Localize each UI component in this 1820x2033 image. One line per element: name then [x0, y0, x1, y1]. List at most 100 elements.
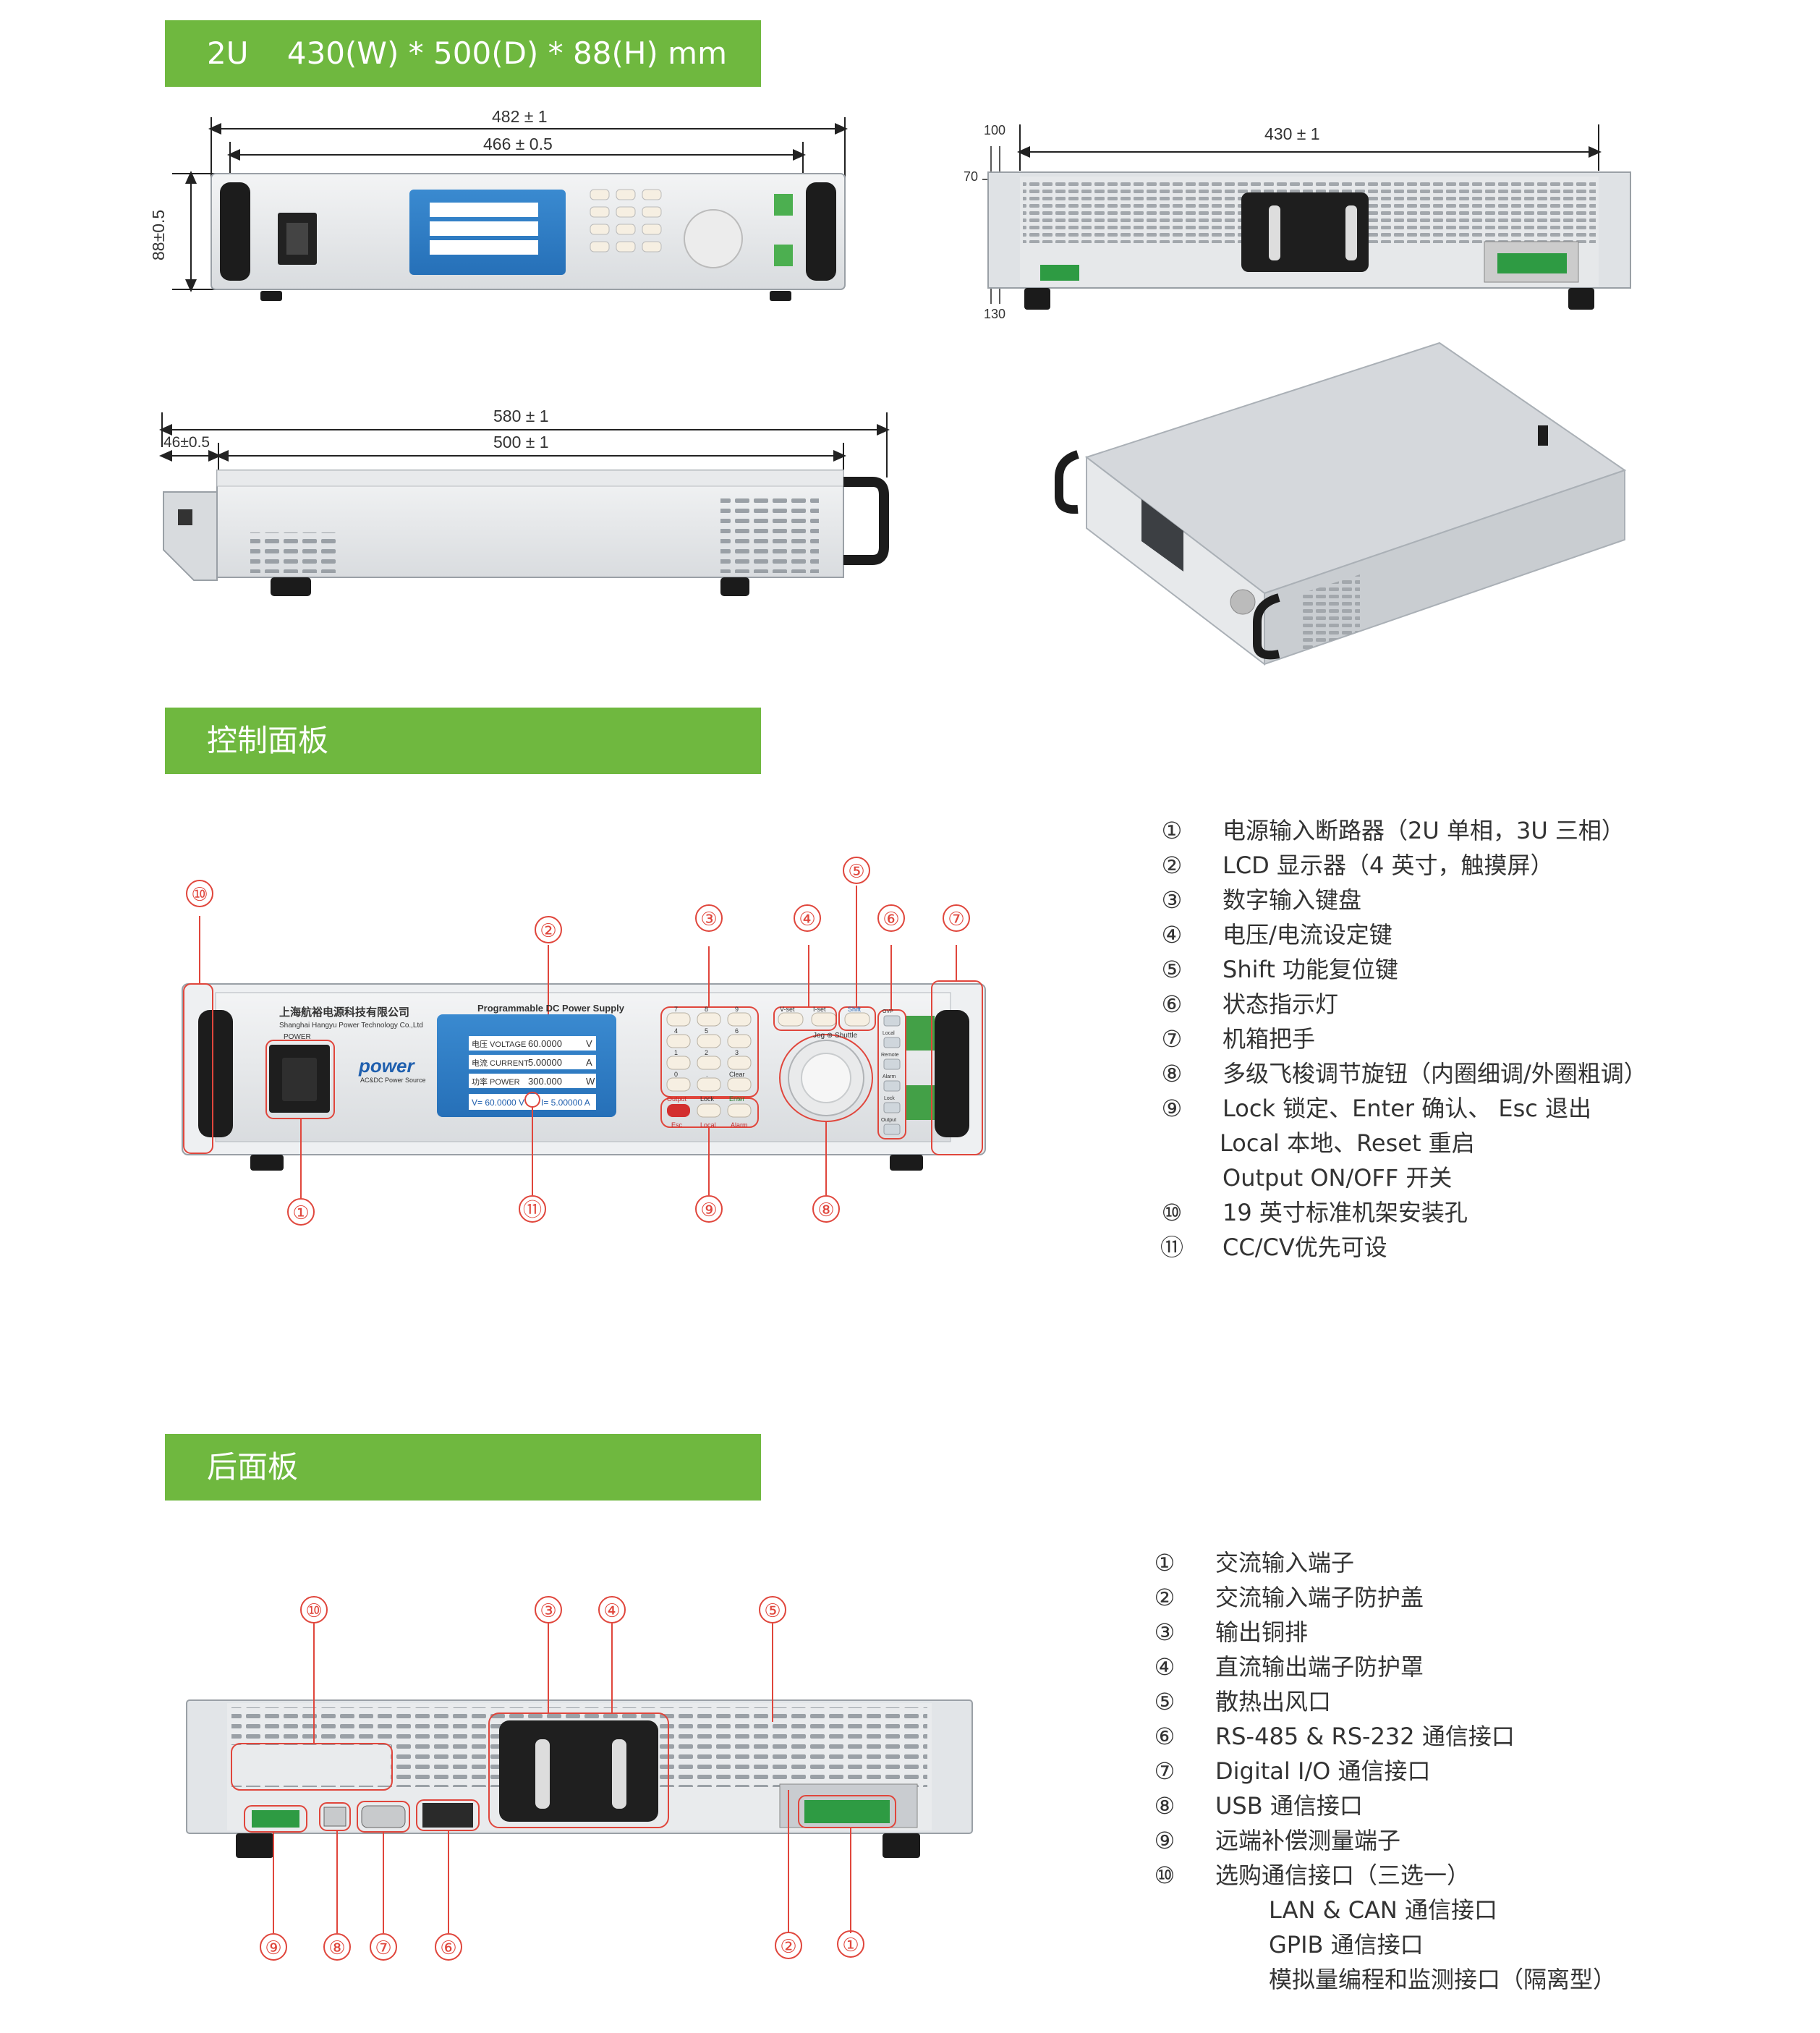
key-9: 9	[735, 1006, 739, 1013]
key-4: 4	[674, 1027, 678, 1035]
jog-label: Jog ⊕ Shuttle	[813, 1032, 858, 1040]
key-1: 1	[674, 1049, 678, 1056]
key-shift: Shift	[848, 1006, 862, 1013]
reading-voltage-unit: V	[586, 1038, 592, 1049]
reading-current-unit: A	[586, 1057, 592, 1068]
panel-power-label: POWER	[284, 1033, 311, 1041]
control-callout-4: ④	[794, 904, 821, 932]
indicator-lock: Lock	[884, 1096, 895, 1101]
perspective-view-drawing	[1055, 341, 1627, 666]
key-5: 5	[705, 1027, 708, 1035]
list-item: LAN & CAN 通信接口	[1269, 1896, 1498, 1924]
control-callout-11: ⑪	[519, 1195, 546, 1223]
key-dot: .	[706, 1071, 708, 1078]
key-iset: I-set	[813, 1006, 826, 1013]
dim-front-height: 88±0.5	[149, 209, 168, 260]
rear-callout-6: ⑥	[435, 1933, 462, 1961]
status-voltage: V= 60.0000 V	[472, 1098, 524, 1108]
key-2: 2	[705, 1049, 708, 1056]
size-header: 2U 430(W) * 500(D) * 88(H) mm	[165, 20, 761, 87]
control-callout-2: ②	[535, 916, 562, 943]
indicator-output: Output	[881, 1118, 896, 1123]
panel-company-en: Shanghai Hangyu Power Technology Co.,Ltd	[279, 1022, 423, 1030]
dim-rear-bottom: 130	[984, 307, 1006, 321]
control-callout-3: ③	[695, 904, 723, 932]
dim-front-width-inner: 466 ± 0.5	[483, 135, 553, 153]
control-callout-5: ⑤	[843, 857, 870, 884]
key-8: 8	[705, 1006, 708, 1013]
panel-logo: power	[358, 1055, 415, 1077]
front-view-drawing	[172, 117, 848, 301]
reading-voltage-value: 60.0000	[528, 1038, 562, 1049]
btn-local-label: Local	[700, 1121, 716, 1129]
reading-voltage-label: 电压 VOLTAGE	[472, 1040, 526, 1049]
dim-side-depth: 500 ± 1	[493, 433, 549, 451]
panel-title: Programmable DC Power Supply	[477, 1003, 625, 1014]
dim-rear-width: 430 ± 1	[1264, 124, 1320, 143]
control-callout-6: ⑥	[877, 904, 905, 932]
rear-callout-10: ⑩	[300, 1596, 328, 1624]
rear-callout-4: ④	[598, 1596, 626, 1624]
dim-side-offset: 46±0.5	[163, 434, 211, 451]
rear-callout-7: ⑦	[370, 1933, 397, 1961]
key-clear: Clear	[729, 1071, 745, 1078]
list-item: GPIB 通信接口	[1269, 1931, 1424, 1958]
btn-esc-label: Esc	[671, 1121, 683, 1129]
btn-enter-label: Enter	[729, 1095, 745, 1103]
btn-output-label: Output	[667, 1095, 687, 1103]
rear-callout-8: ⑧	[323, 1933, 351, 1961]
key-6: 6	[735, 1027, 739, 1035]
dim-side-total: 580 ± 1	[493, 407, 549, 425]
dim-rear-top: 100	[984, 123, 1006, 137]
indicator-remote: Remote	[881, 1053, 899, 1058]
rear-view-drawing	[982, 124, 1631, 310]
reading-current-value: 5.00000	[528, 1057, 562, 1068]
control-panel-header: 控制面板	[165, 708, 761, 774]
list-item: Output ON/OFF 开关	[1222, 1164, 1453, 1192]
rear-panel-header: 后面板	[165, 1434, 761, 1501]
side-view-drawing	[159, 412, 890, 596]
indicator-local: Local	[883, 1031, 895, 1036]
list-item: 模拟量编程和监测接口（隔离型）	[1269, 1966, 1617, 1993]
reading-power-value: 300.000	[528, 1076, 562, 1087]
control-callout-9: ⑨	[695, 1195, 723, 1223]
key-7: 7	[674, 1006, 678, 1013]
key-0: 0	[674, 1071, 678, 1078]
key-3: 3	[735, 1049, 739, 1056]
list-item: Local 本地、Reset 重启	[1220, 1129, 1475, 1157]
btn-alarm-label: Alarm	[731, 1121, 748, 1129]
reading-power-unit: W	[586, 1076, 595, 1087]
indicator-alarm: Alarm	[883, 1074, 896, 1079]
panel-company: 上海航裕电源科技有限公司	[279, 1006, 409, 1019]
control-callout-7: ⑦	[943, 904, 970, 932]
status-current: I= 5.00000 A	[541, 1098, 590, 1108]
panel-logo-sub: AC&DC Power Source	[360, 1077, 426, 1084]
dim-front-width-outer: 482 ± 1	[492, 107, 548, 126]
rear-callout-2: ②	[775, 1932, 802, 1959]
reading-power-label: 功率 POWER	[472, 1077, 520, 1087]
rear-callout-3: ③	[535, 1596, 562, 1624]
reading-current-label: 电流 CURRENT	[472, 1058, 529, 1068]
control-panel-drawing	[182, 886, 986, 1200]
rear-callout-1: ①	[837, 1930, 864, 1958]
control-callout-1: ①	[287, 1198, 315, 1226]
